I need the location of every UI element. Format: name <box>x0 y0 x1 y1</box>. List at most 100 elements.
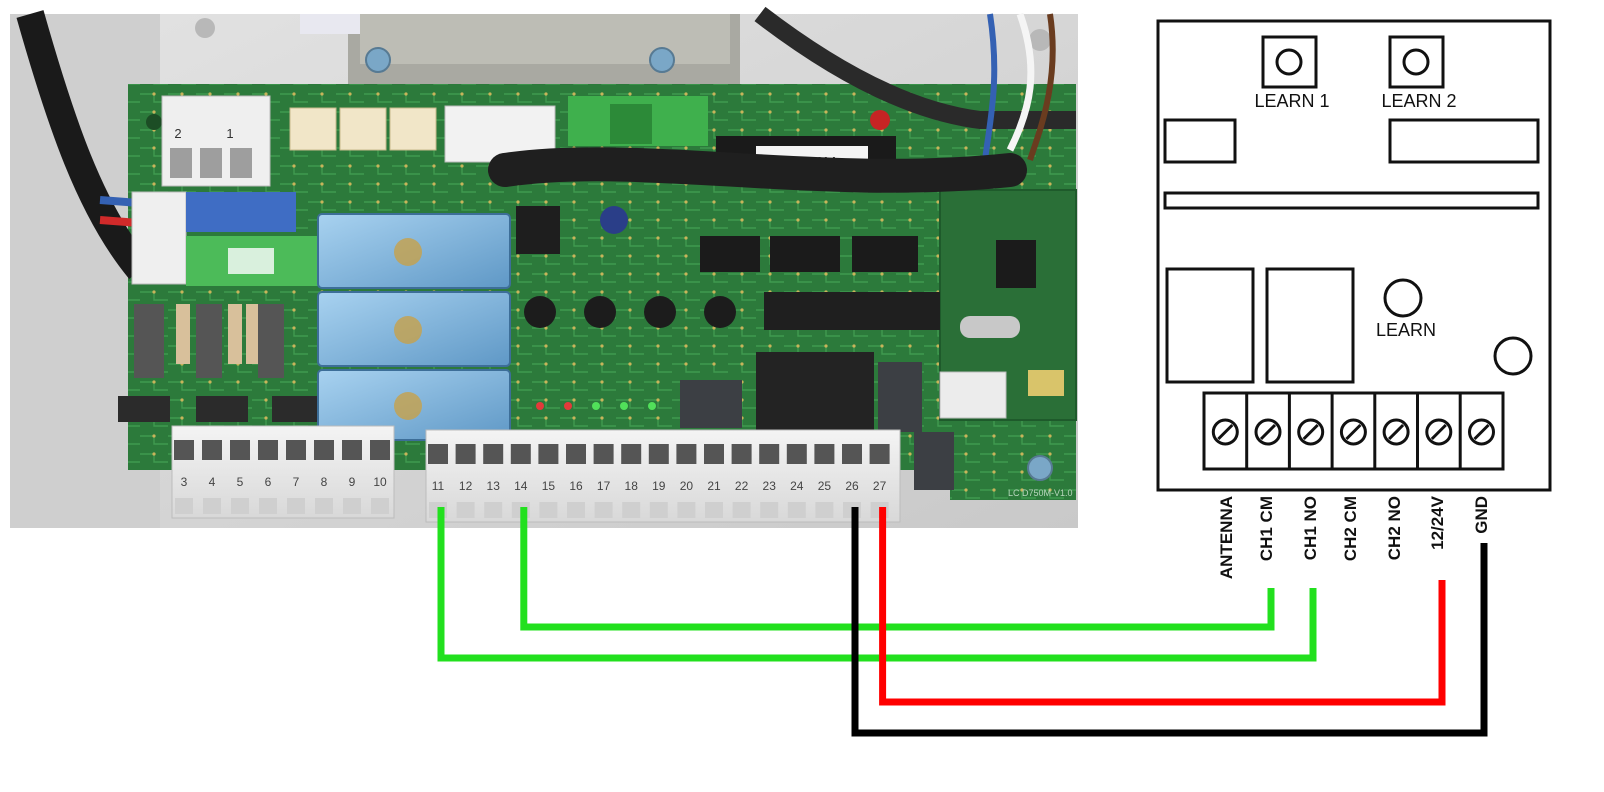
varistor <box>134 304 164 378</box>
terminal-number: 9 <box>349 475 356 489</box>
terminal-screw <box>814 444 835 464</box>
dip-switch <box>764 292 940 330</box>
terminal-number: 22 <box>735 479 749 493</box>
green-connector-slot <box>610 104 652 144</box>
receiver-screw <box>1297 418 1325 446</box>
receiver-relay <box>1165 267 1255 384</box>
bracket-screw <box>649 47 675 73</box>
terminal-number: 17 <box>597 479 611 493</box>
capacitor <box>186 192 296 232</box>
receiver-outline <box>1156 19 1552 492</box>
terminal-number: 14 <box>514 479 528 493</box>
relay-coil <box>394 238 422 266</box>
wire-26-to-gnd <box>851 507 1488 737</box>
terminal-number: 26 <box>845 479 859 493</box>
trimmers <box>524 296 736 328</box>
resistor <box>246 304 260 364</box>
power-terminal <box>131 191 187 285</box>
plug-slot <box>230 148 252 178</box>
receiver-screw-slot <box>1217 423 1234 441</box>
terminal-wire-entry <box>371 498 389 514</box>
enclosure-screw-hole <box>195 18 215 38</box>
terminal-wire-entry <box>677 502 696 518</box>
terminal-screw <box>174 440 194 460</box>
receiver-screw <box>1382 418 1410 446</box>
terminal-screw <box>538 444 559 464</box>
terminal-number: 6 <box>265 475 272 489</box>
learn2-button-cap <box>1402 48 1430 76</box>
terminal-screw <box>428 444 448 464</box>
receiver-terminal-block <box>1202 391 1505 471</box>
cable-blue <box>982 13 998 161</box>
led-green <box>648 402 656 410</box>
receiver-screw <box>1211 418 1239 446</box>
varistor <box>258 304 284 378</box>
plug-slot <box>170 148 192 178</box>
receiver-screw-slot <box>1345 423 1362 441</box>
led-red <box>564 402 572 410</box>
receiver-component <box>1163 118 1237 164</box>
terminal-number: 18 <box>625 479 639 493</box>
plug-slot <box>200 148 222 178</box>
terminal-wire-entry <box>815 502 834 518</box>
trimmer <box>644 296 676 328</box>
terminal-number: 3 <box>181 475 188 489</box>
terminal-wire-entry <box>732 502 751 518</box>
terminal-screw <box>869 444 890 464</box>
heatsink <box>118 396 170 422</box>
resistor <box>176 304 190 364</box>
learn2-button[interactable] <box>1388 35 1445 89</box>
receiver-terminal-label: CH1 CM <box>1257 496 1276 561</box>
terminal-wire-entry <box>315 498 333 514</box>
terminal-screw <box>342 440 362 460</box>
terminal-screw <box>731 444 752 464</box>
trimmer <box>584 296 616 328</box>
small-relay <box>878 362 922 432</box>
bracket-screw <box>365 47 391 73</box>
resistor <box>228 304 242 364</box>
pcb-mount-hole <box>146 114 162 130</box>
learn1-button-cap <box>1275 48 1303 76</box>
relay-coil <box>394 392 422 420</box>
terminal-screw <box>786 444 807 464</box>
terminal-number: 12 <box>459 479 473 493</box>
terminal-number: 25 <box>818 479 832 493</box>
led-green <box>620 402 628 410</box>
terminal-wire-entry <box>175 498 193 514</box>
terminal-number: 8 <box>321 475 328 489</box>
learn1-button[interactable] <box>1261 35 1318 89</box>
terminal-screw <box>370 440 390 460</box>
learn1-label: LEARN 1 <box>1254 91 1329 111</box>
receiver-screw <box>1254 418 1282 446</box>
terminal-number: 11 <box>432 479 445 493</box>
terminal-screw <box>455 444 476 464</box>
learn-label: LEARN <box>1376 320 1436 340</box>
reset-button <box>870 110 890 130</box>
terminal-screw <box>842 444 862 464</box>
power-cable <box>16 10 151 279</box>
signal-relay <box>289 107 337 151</box>
pcb-mount-hole <box>1027 455 1053 481</box>
receiver-screw-slot <box>1473 423 1490 441</box>
ic-chip <box>700 236 760 272</box>
led-row <box>536 402 656 410</box>
receiver-screw-slot <box>1259 423 1277 441</box>
terminal-number: 10 <box>373 475 387 489</box>
cable-brown <box>1027 13 1056 161</box>
terminal-screw <box>286 440 306 460</box>
terminal-number: 21 <box>707 479 721 493</box>
relay-coil <box>394 316 422 344</box>
wire-14-to-ch1-cm <box>520 507 1275 631</box>
learn-button[interactable] <box>1383 278 1423 318</box>
terminal-screw <box>258 440 278 460</box>
terminal-number: 23 <box>763 479 777 493</box>
varistor <box>196 304 222 378</box>
terminal-wire-entry <box>456 502 475 518</box>
transformer-winding <box>300 14 360 34</box>
receiver-screw-slot <box>1388 423 1405 441</box>
enclosure-screw-hole <box>1029 29 1051 51</box>
status-led <box>1493 336 1533 376</box>
terminal-number: 5 <box>237 475 244 489</box>
